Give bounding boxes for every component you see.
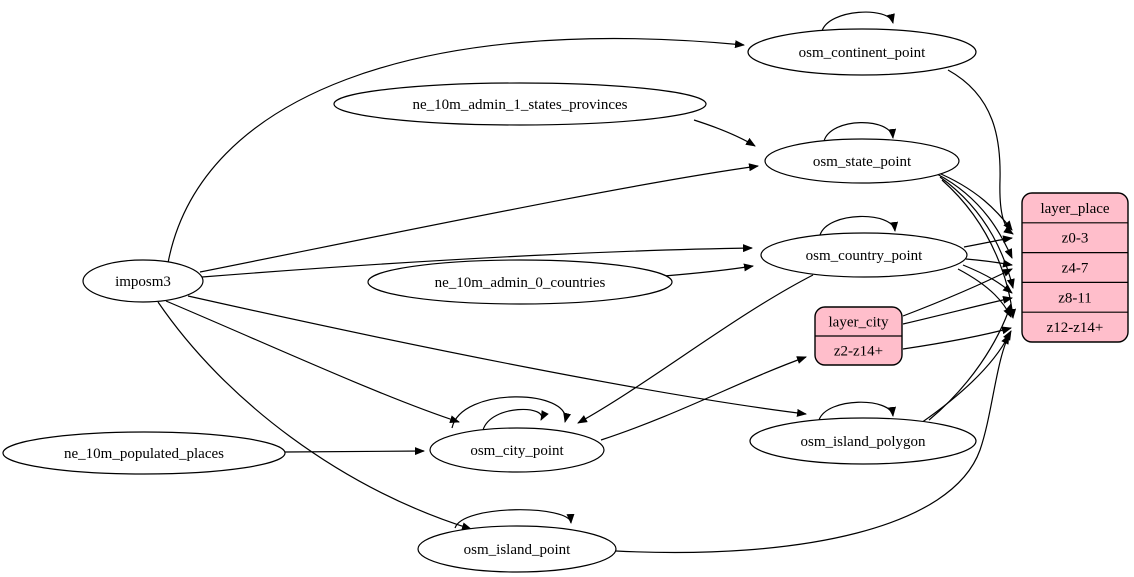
edge-imposm3-to-osm-continent-point	[167, 37, 745, 264]
edge-imposm3-to-osm-island-polygon	[187, 295, 807, 417]
node-osm-continent-point: osm_continent_point	[747, 28, 977, 76]
edge-osm-continent-point-to-layer-place-z0-3	[947, 69, 1014, 235]
table-ellipse	[429, 427, 605, 473]
table-label: ne_10m_populated_places	[64, 446, 224, 462]
edge-osm-city-point-to-layer-city-z2-z14plus	[600, 356, 807, 441]
record-box	[1021, 192, 1129, 343]
edge-osm-country-point-to-layer-place-z12-z14plus	[957, 268, 1012, 318]
table-label: osm_state_point	[813, 154, 912, 170]
self-loop-osm-city-point-2	[482, 408, 549, 431]
edge-layer-city-to-layer-place-z12-z14plus	[902, 326, 1012, 350]
edge-layer-city-to-layer-place-z4-7	[902, 268, 1013, 317]
self-loop-osm-state-point	[823, 122, 897, 142]
table-ellipse	[747, 28, 977, 76]
table-label: imposm3	[115, 274, 171, 290]
node-osm-city-point: osm_city_point	[429, 427, 605, 473]
edge-osm-country-point-to-osm-city-point	[577, 274, 814, 424]
node-imposm3: imposm3	[82, 259, 204, 303]
table-label: ne_10m_admin_0_countries	[435, 275, 606, 291]
node-osm-island-polygon: osm_island_polygon	[749, 417, 977, 465]
node-layer-city: layer_city z2-z14+	[814, 306, 903, 366]
node-osm-state-point: osm_state_point	[764, 138, 960, 184]
edge-osm-island-point-to-layer-place-z12-z14plus	[615, 330, 1012, 554]
edge-osm-island-polygon-to-layer-place-z12-z14plus	[920, 334, 1010, 424]
self-loop-osm-city-point	[451, 396, 571, 429]
table-ellipse	[333, 82, 707, 126]
table-label: osm_island_polygon	[800, 434, 926, 450]
edge-imposm3-to-osm-city-point	[165, 300, 460, 424]
record-row-z8-11: z8-11	[1058, 290, 1092, 306]
edge-osm-country-point-to-layer-place-z4-7	[965, 258, 1013, 268]
node-osm-country-point: osm_country_point	[760, 232, 968, 278]
self-loop-osm-continent-point	[821, 11, 895, 32]
edge-imposm3-to-osm-country-point	[201, 244, 753, 278]
edge-imposm3-to-osm-island-point	[157, 301, 472, 531]
edge-ne-10m-populated-places-to-osm-city-point	[284, 447, 425, 456]
table-ellipse	[417, 525, 617, 573]
edge-osm-state-point-to-layer-place-z0-3	[933, 170, 1013, 231]
node-ne-10m-populated-places: ne_10m_populated_places	[2, 431, 286, 475]
table-ellipse	[749, 417, 977, 465]
node-ne-10m-admin-0-countries: ne_10m_admin_0_countries	[367, 259, 673, 305]
node-osm-island-point: osm_island_point	[417, 525, 617, 573]
table-label: ne_10m_admin_1_states_provinces	[413, 97, 628, 113]
table-label: osm_island_point	[464, 542, 572, 558]
self-loop-osm-island-point	[454, 509, 575, 529]
edge-osm-state-point-to-layer-place-z4-7	[936, 173, 1013, 259]
record-row-z12-z14plus: z12-z14+	[1047, 320, 1104, 336]
edge-osm-state-point-to-layer-place-z8-11	[939, 176, 1015, 289]
self-loop-osm-island-polygon	[818, 401, 897, 421]
node-ne-10m-admin-1-states-provinces: ne_10m_admin_1_states_provinces	[333, 82, 707, 126]
node-layer-place: layer_place z0-3 z4-7 z8-11 z12-z14+	[1021, 192, 1129, 343]
edge-osm-country-point-to-layer-place-z8-11	[962, 264, 1013, 294]
edges-group	[157, 11, 1017, 554]
record-row-z4-7: z4-7	[1062, 261, 1089, 277]
record-row-z0-3: z0-3	[1062, 231, 1089, 247]
record-title: layer_city	[829, 315, 889, 331]
table-ellipse	[2, 431, 286, 475]
edge-layer-city-to-layer-place-z8-11	[902, 295, 1013, 325]
table-label: osm_city_point	[470, 443, 564, 459]
table-ellipse	[764, 138, 960, 184]
self-loop-osm-country-point	[819, 215, 899, 236]
table-label: osm_country_point	[806, 248, 923, 264]
table-ellipse	[82, 259, 204, 303]
table-label: osm_continent_point	[799, 45, 926, 61]
record-row-z2-z14plus: z2-z14+	[834, 344, 883, 360]
edge-osm-country-point-to-layer-place-z0-3	[963, 235, 1013, 248]
edge-ne-10m-admin-0-countries-to-osm-country-point	[663, 263, 754, 277]
edge-imposm3-to-osm-state-point	[199, 163, 759, 273]
table-ellipse	[367, 259, 673, 305]
edge-ne-10m-admin-1-states-provinces-to-osm-state-point	[693, 119, 756, 147]
record-title: layer_place	[1040, 201, 1109, 217]
edge-osm-island-polygon-to-layer-place-z8-11	[928, 303, 1012, 421]
table-ellipse	[760, 232, 968, 278]
